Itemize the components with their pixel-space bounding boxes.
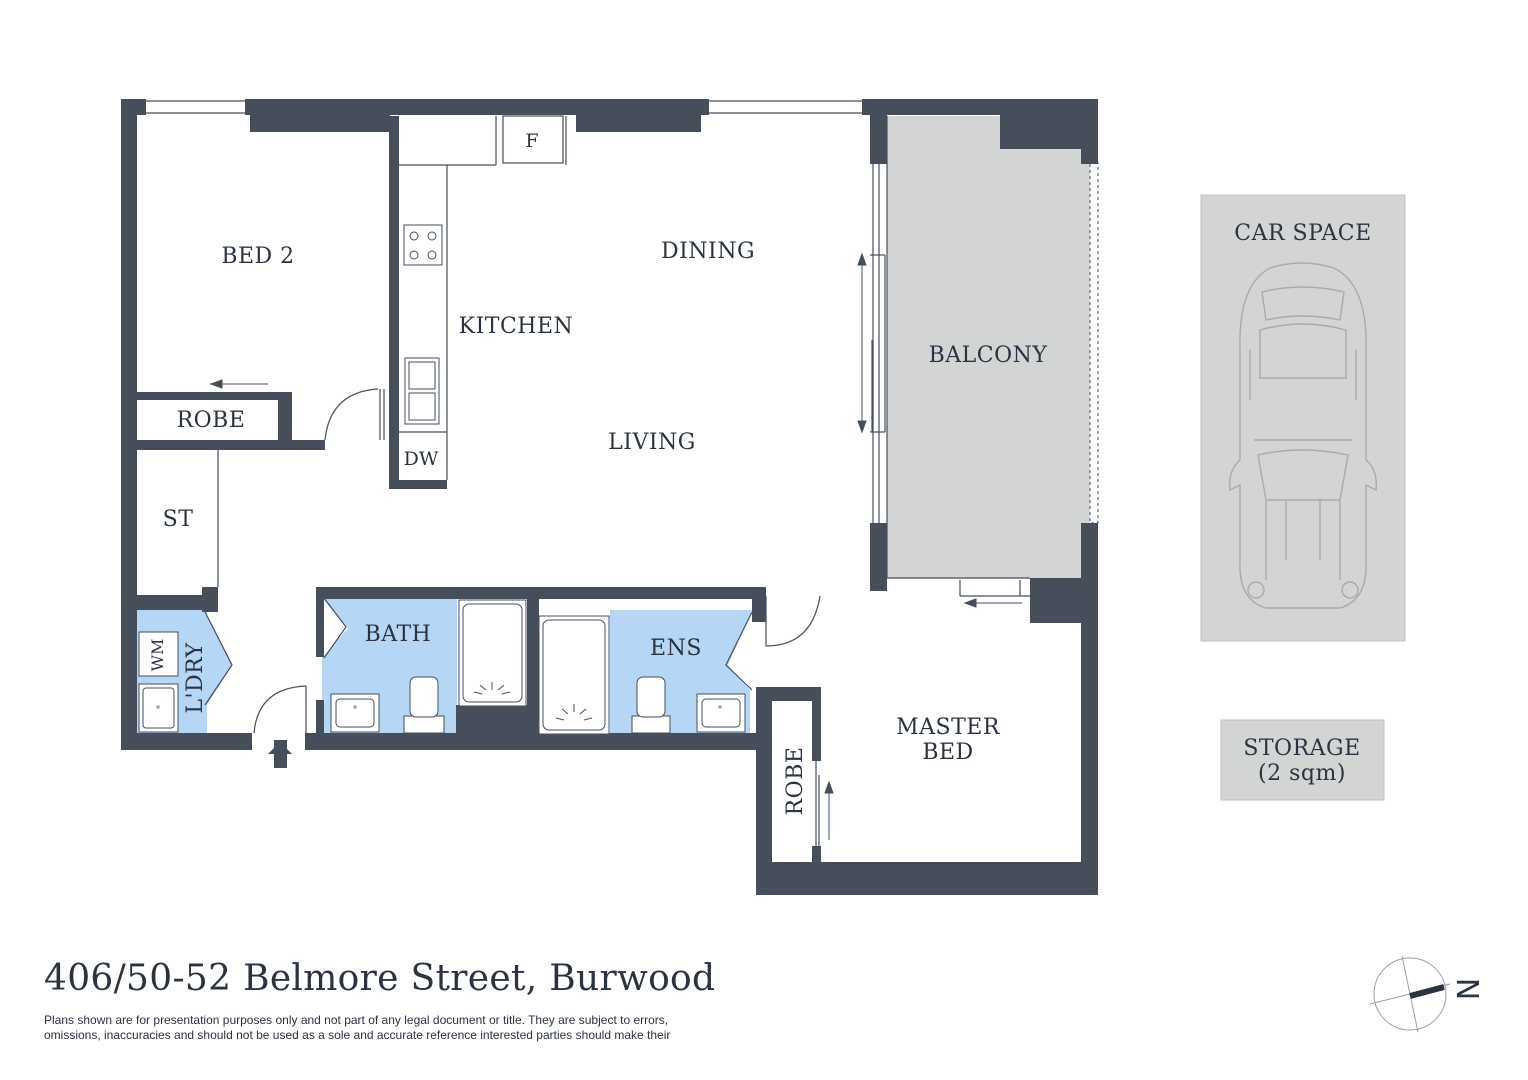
car-space-label: CAR SPACE (1234, 221, 1371, 246)
room-label-balcony: BALCONY (929, 343, 1048, 368)
room-label-store: ST (163, 507, 194, 532)
room-label-robe-master: ROBE (783, 747, 808, 816)
sliding-arrows (209, 252, 1022, 840)
property-address: 406/50-52 Belmore Street, Burwood (44, 958, 716, 999)
fixture-dots (156, 705, 722, 709)
fridge-label: F (525, 130, 538, 152)
fixtures (138, 224, 746, 735)
room-label-laundry: L'DRY (183, 642, 208, 713)
room-label-robe-bed2: ROBE (177, 408, 246, 433)
compass-letter: N (1452, 978, 1487, 1000)
room-label-bath: BATH (365, 622, 432, 647)
room-label-ensuite: ENS (650, 636, 702, 661)
balcony-area (887, 116, 1094, 578)
room-label-bed2: BED 2 (221, 244, 294, 269)
master-corner (1040, 845, 1098, 895)
window-lines (137, 100, 1095, 862)
storage-label-line2: (2 sqm) (1258, 761, 1346, 786)
room-label-kitchen: KITCHEN (459, 314, 574, 339)
entry-arrow-icon (268, 742, 292, 768)
room-label-master-line2: BED (922, 740, 973, 765)
washing-machine-label: WM (148, 639, 167, 672)
walls (121, 99, 1098, 895)
room-label-dining: DINING (661, 239, 755, 264)
shower-marks (473, 682, 593, 721)
north-compass-icon: N (1369, 955, 1487, 1033)
room-label-master-line1: MASTER (896, 715, 1001, 740)
door-swings (204, 388, 821, 734)
car-space-area (1200, 194, 1406, 642)
dishwasher-label: DW (404, 448, 439, 470)
room-label-living: LIVING (608, 430, 696, 455)
disclaimer-text: Plans shown are for presentation purpose… (44, 1013, 671, 1042)
storage-label-line1: STORAGE (1243, 736, 1360, 761)
balcony-balustrade (1089, 162, 1099, 524)
storage-area (1220, 719, 1385, 801)
car-icon (1229, 262, 1377, 609)
